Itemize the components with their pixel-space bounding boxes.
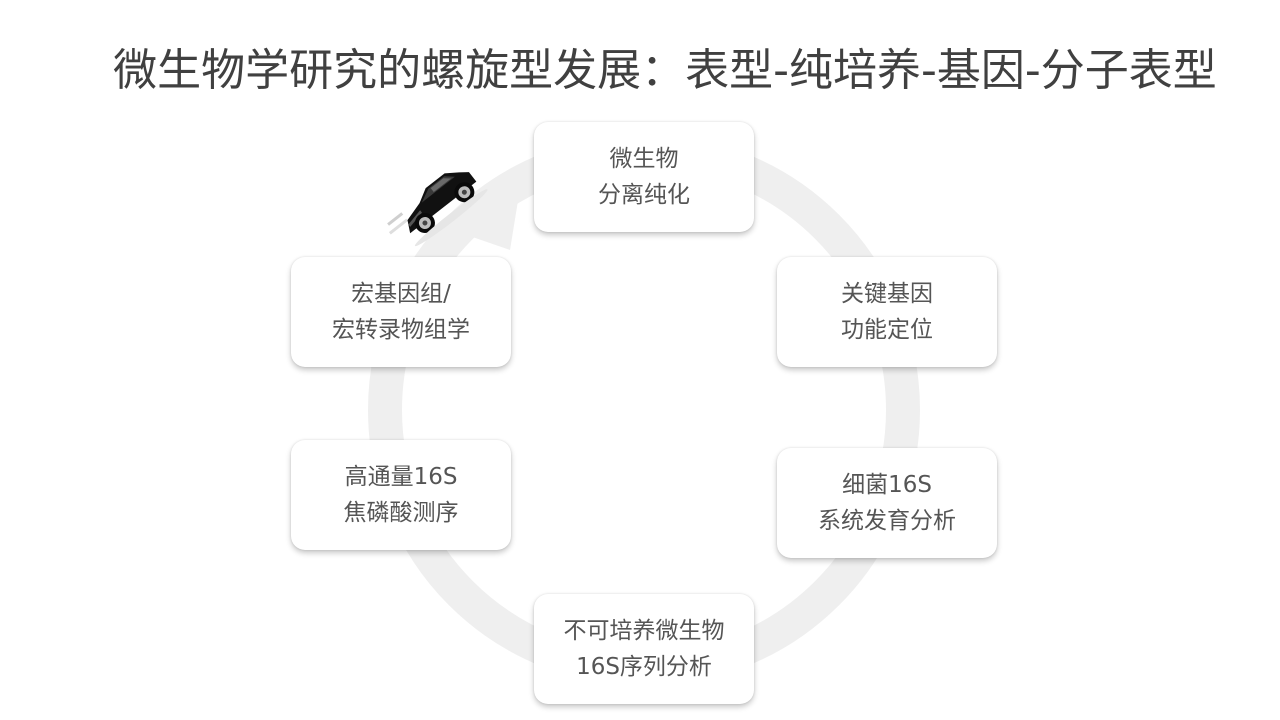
car-icon [387, 172, 488, 247]
node-label-line1: 不可培养微生物 [563, 618, 725, 644]
node-label-line1: 微生物 [609, 146, 679, 172]
node-label-line1: 宏基因组/ [351, 281, 451, 307]
node-high-throughput-sequencing: 高通量16S 焦磷酸测序 [291, 440, 511, 550]
node-label-line2: 系统发育分析 [818, 508, 956, 534]
node-label-line1: 高通量16S [344, 464, 458, 490]
node-label-line1: 细菌16S [842, 472, 932, 498]
node-label-line2: 16S序列分析 [576, 654, 712, 680]
page-title: 微生物学研究的螺旋型发展：表型-纯培养-基因-分子表型 [113, 45, 1217, 96]
node-metagenomics: 宏基因组/ 宏转录物组学 [291, 257, 511, 367]
node-16s-phylogeny: 细菌16S 系统发育分析 [777, 448, 997, 558]
node-label-line2: 分离纯化 [598, 182, 690, 208]
node-uncultured-16s: 不可培养微生物 16S序列分析 [534, 594, 754, 704]
node-label-line2: 宏转录物组学 [332, 317, 470, 343]
node-key-gene-function: 关键基因 功能定位 [777, 257, 997, 367]
node-label-line2: 功能定位 [841, 317, 933, 343]
node-isolation-purification: 微生物 分离纯化 [534, 122, 754, 232]
node-label-line2: 焦磷酸测序 [343, 500, 459, 526]
node-label-line1: 关键基因 [841, 281, 933, 307]
